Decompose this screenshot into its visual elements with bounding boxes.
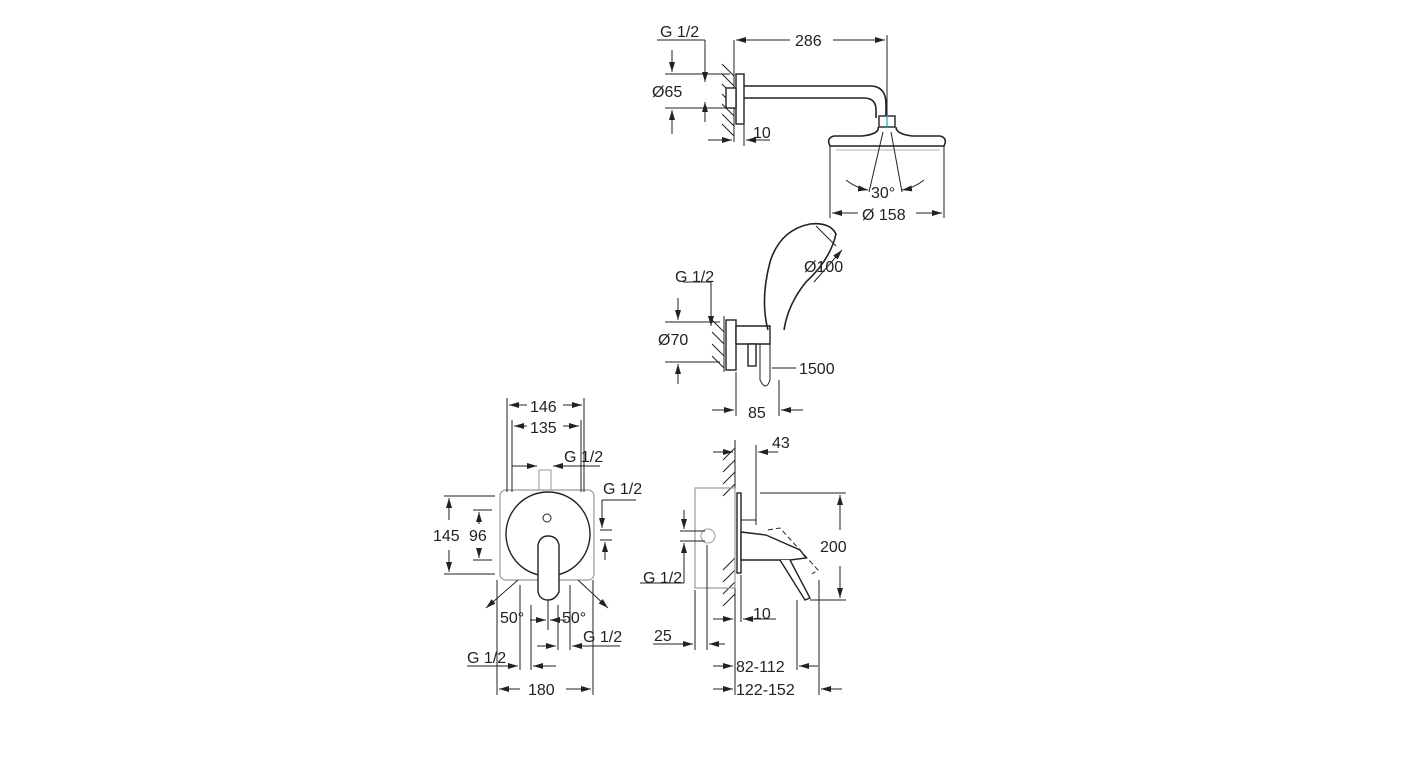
stop-depth-label: 43 xyxy=(772,435,790,452)
projection-max-label: 122-152 xyxy=(736,682,795,699)
mixer-side-drawing xyxy=(640,440,846,695)
outlet-diameter-label: Ø70 xyxy=(658,332,688,349)
flange-diameter-label: Ø65 xyxy=(652,84,682,101)
hand-thread-label: G 1/2 xyxy=(675,269,714,286)
projection-min-label: 82-112 xyxy=(736,659,785,676)
head-thread-label: G 1/2 xyxy=(660,24,699,41)
spray-angle-label: 30° xyxy=(871,185,895,202)
hand-head-diameter-label: Ø100 xyxy=(804,259,843,276)
height-outer-label: 145 xyxy=(433,528,460,545)
angle-right-label: 50° xyxy=(562,610,586,627)
plate-depth-label: 10 xyxy=(753,606,771,623)
arm-length-label: 286 xyxy=(795,33,822,50)
hand-shower-drawing xyxy=(665,222,843,416)
box-width-label: 180 xyxy=(528,682,555,699)
height-inner-label: 96 xyxy=(469,528,487,545)
hose-length-label: 1500 xyxy=(799,361,835,378)
head-shower-drawing xyxy=(657,35,947,218)
thread-bottom-left-label: G 1/2 xyxy=(467,650,506,667)
box-offset-label: 25 xyxy=(654,628,672,645)
side-thread-label: G 1/2 xyxy=(643,570,682,587)
thread-top-label: G 1/2 xyxy=(564,449,603,466)
width-outer-label: 146 xyxy=(530,399,557,416)
mixer-front-drawing xyxy=(444,398,636,695)
width-inner-label: 135 xyxy=(530,420,557,437)
thread-right-label: G 1/2 xyxy=(603,481,642,498)
hand-projection-label: 85 xyxy=(748,405,766,422)
angle-left-label: 50° xyxy=(500,610,524,627)
flange-depth-label: 10 xyxy=(753,125,771,142)
thread-bottom-right-label: G 1/2 xyxy=(583,629,622,646)
mixer-height-label: 200 xyxy=(820,539,847,556)
head-diameter-label: Ø 158 xyxy=(862,207,906,224)
